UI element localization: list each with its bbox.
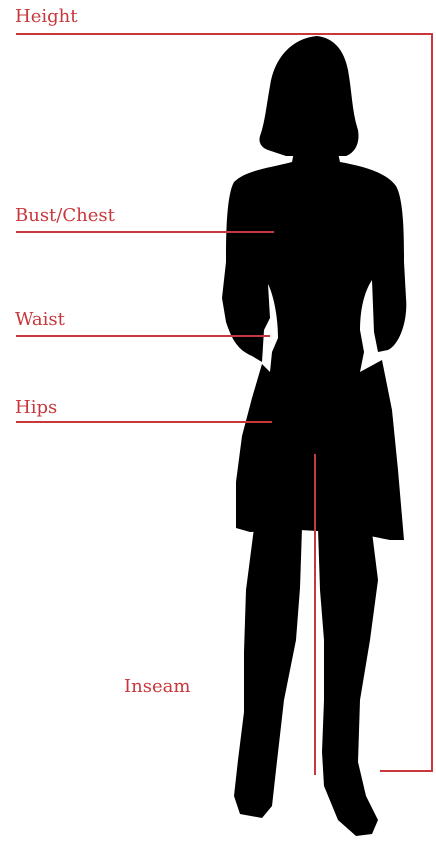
silhouette-skirt: [236, 360, 404, 540]
height-label: Height: [15, 7, 77, 27]
inseam-label: Inseam: [124, 677, 190, 697]
bust-chest-label: Bust/Chest: [15, 206, 115, 226]
silhouette-torso: [222, 142, 406, 372]
silhouette-head-hair: [259, 36, 358, 156]
hips-label: Hips: [15, 398, 57, 418]
silhouette-left-leg: [234, 528, 302, 818]
waist-label: Waist: [15, 310, 65, 330]
silhouette-right-leg: [318, 528, 378, 836]
